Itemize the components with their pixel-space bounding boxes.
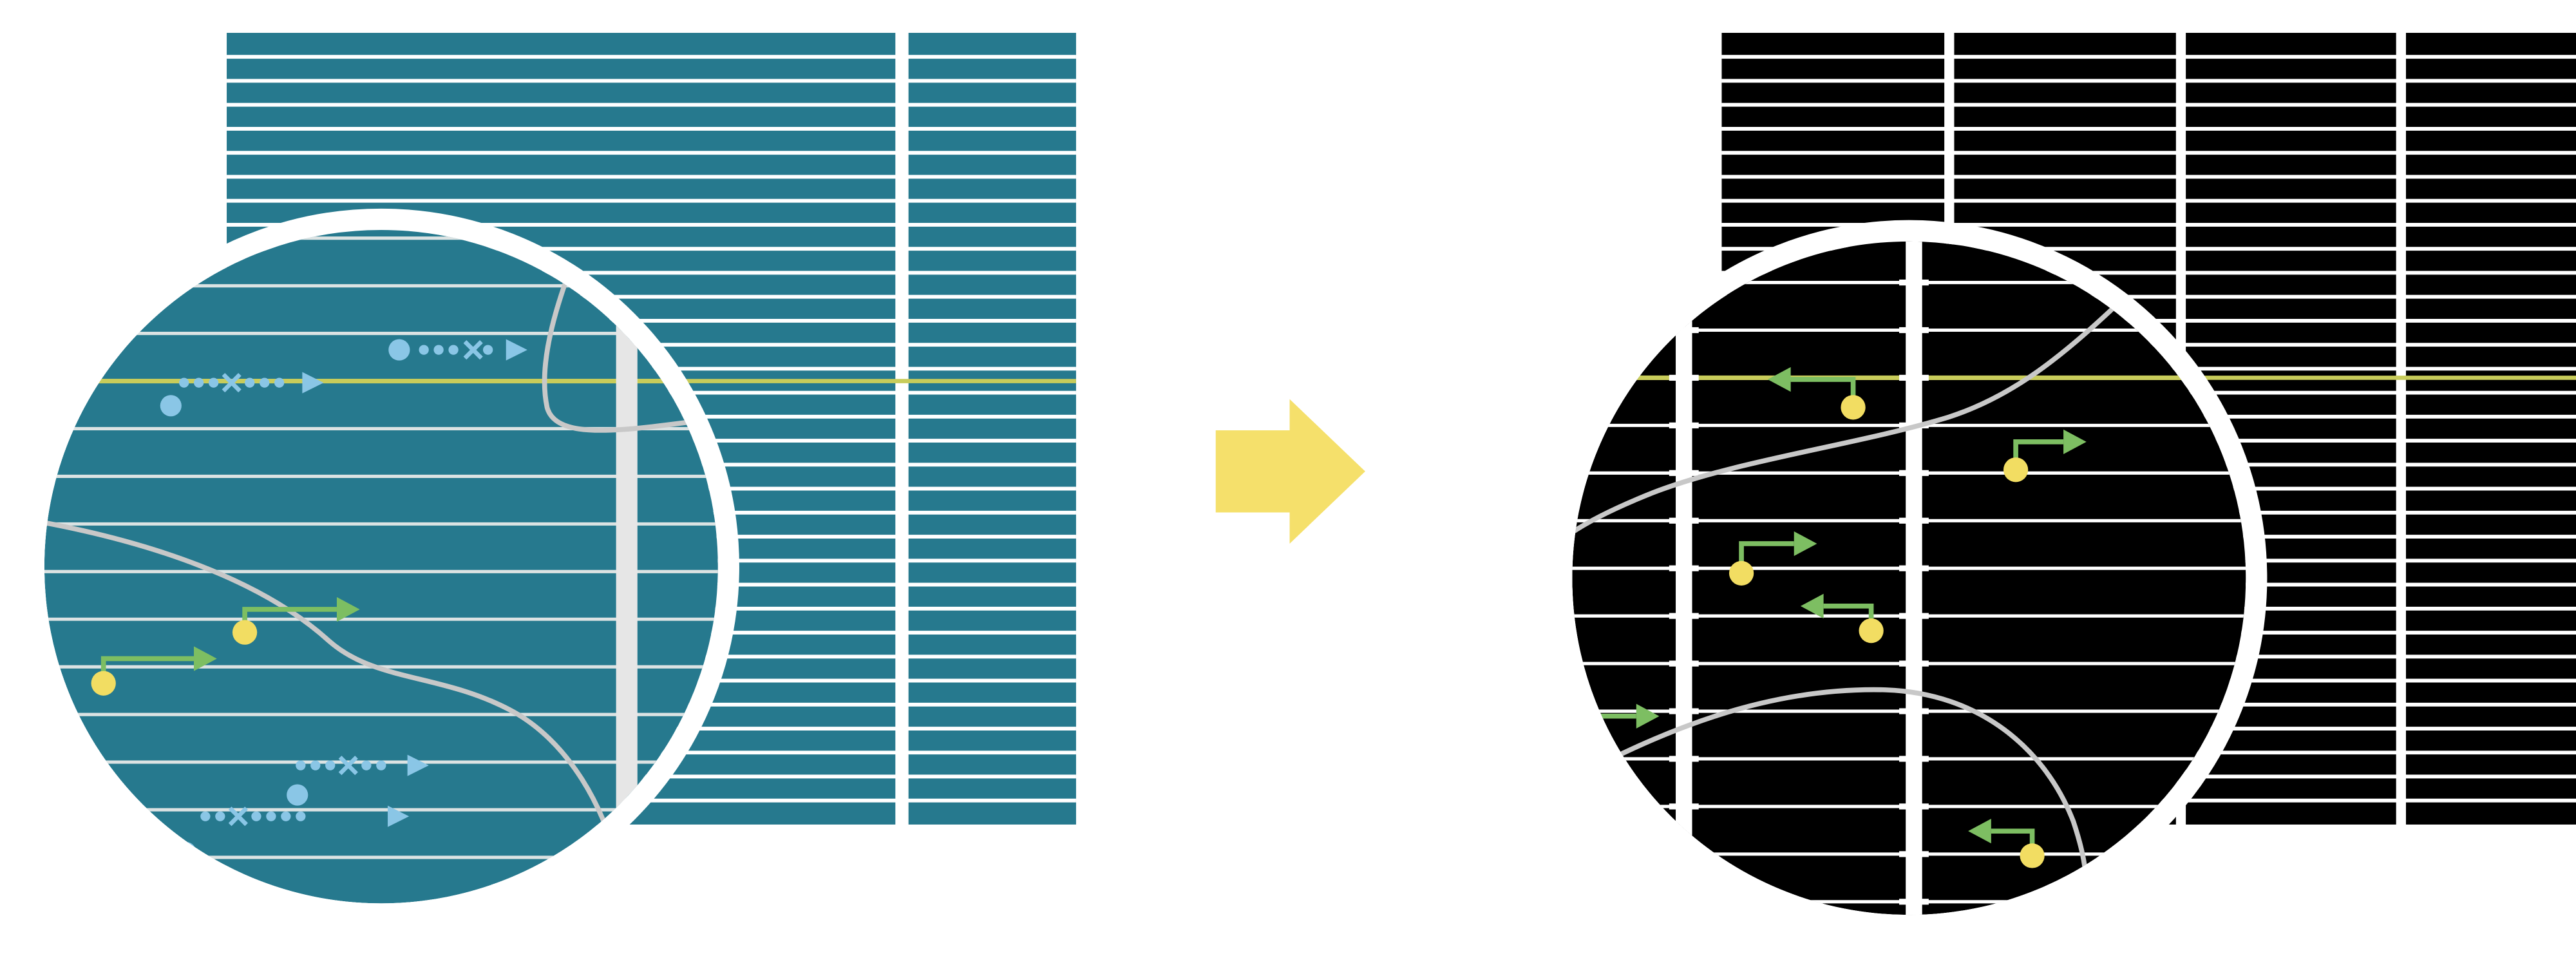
- busbar-solder-pad: [1669, 374, 1699, 381]
- green-arrowhead-icon: [194, 646, 217, 671]
- busbar-solder-pad: [1899, 470, 1929, 476]
- busbar-solder-pad: [1899, 756, 1929, 762]
- busbar-solder-pad: [1669, 708, 1699, 714]
- busbar-solder-pad: [1669, 660, 1699, 667]
- green-arrowhead-icon: [1767, 367, 1791, 392]
- blue-arrowhead-icon: [407, 754, 429, 776]
- busbar-solder-pad: [1899, 660, 1929, 667]
- path-dot: [296, 760, 306, 770]
- carrier-dot: [1859, 618, 1884, 644]
- busbar-solder-pad: [1899, 851, 1929, 857]
- right-magnifier-inset: [1551, 220, 2268, 937]
- blocked-x-mark: [338, 756, 358, 776]
- carrier-dot: [2020, 843, 2045, 868]
- path-dot: [179, 377, 189, 388]
- path-dot: [245, 377, 255, 388]
- busbar-solder-pad: [1669, 422, 1699, 428]
- path-dot: [448, 345, 459, 355]
- carrier-dot: [232, 620, 258, 645]
- busbar-solder-pad: [1669, 279, 1699, 286]
- busbar-solder-pad: [1669, 803, 1699, 810]
- path-dot: [266, 811, 276, 821]
- busbar-solder-pad: [1669, 756, 1699, 762]
- carrier-dot: [1841, 395, 1866, 420]
- green-arrowhead-icon: [336, 597, 360, 622]
- busbar-solder-pad: [1899, 565, 1929, 571]
- magnifier-ring: [23, 208, 739, 925]
- green-arrowhead-icon: [1968, 819, 1991, 844]
- path-dot: [251, 811, 261, 821]
- green-arrowhead-icon: [1636, 703, 1660, 729]
- busbar-solder-pad: [1669, 470, 1699, 476]
- cell-wafer: [908, 32, 1076, 825]
- path-dot: [274, 377, 285, 388]
- blue-arrowhead-icon: [506, 339, 527, 361]
- busbar-solder-pad: [1669, 613, 1699, 619]
- busbar: [1676, 241, 1692, 915]
- path-dot: [200, 811, 211, 821]
- left-magnifier-inset: [23, 208, 739, 925]
- busbar-solder-pad: [1899, 279, 1929, 286]
- path-dot: [208, 377, 219, 388]
- busbar-solder-pad: [1899, 374, 1929, 381]
- path-dot: [260, 377, 270, 388]
- magnifier-ring: [1551, 220, 2268, 937]
- green-arrowhead-icon: [1794, 531, 1817, 557]
- right-arrow-icon: [1215, 399, 1365, 544]
- busbar-solder-pad: [1899, 613, 1929, 619]
- grain-boundary: [542, 229, 718, 433]
- blocked-x-mark: [463, 340, 483, 360]
- busbar-solder-pad: [1899, 708, 1929, 714]
- busbar-solder-pad: [1899, 327, 1929, 334]
- blue-arrowhead-icon: [388, 805, 410, 827]
- busbar: [1906, 241, 1922, 915]
- path-dot: [419, 345, 429, 355]
- busbar-solder-pad: [1899, 899, 1929, 905]
- path-dot: [433, 345, 444, 355]
- busbar-solder-pad: [1899, 803, 1929, 810]
- path-dot: [296, 811, 306, 821]
- cell-wafer: [2405, 32, 2576, 825]
- path-dot: [325, 760, 336, 770]
- grain-boundary: [44, 519, 624, 883]
- green-arrowhead-icon: [1800, 593, 1824, 618]
- electron-dot: [160, 395, 182, 417]
- busbar-solder-pad: [1669, 327, 1699, 334]
- blue-arrowhead-icon: [302, 372, 324, 394]
- busbar-solder-pad: [1669, 517, 1699, 524]
- electron-dot: [287, 784, 308, 806]
- path-dot: [281, 811, 291, 821]
- inset-content: [44, 229, 718, 904]
- carrier-dot: [1728, 560, 1754, 586]
- path-dot: [194, 377, 204, 388]
- electron-dot: [388, 339, 410, 361]
- inset-content: [1572, 241, 2246, 915]
- blocked-x-mark: [228, 807, 248, 826]
- busbar-solder-pad: [1669, 565, 1699, 571]
- busbar-solder-pad: [1669, 899, 1699, 905]
- grain-boundary: [1572, 303, 2119, 546]
- carrier-dot: [91, 671, 116, 696]
- green-arrowhead-icon: [2063, 429, 2087, 455]
- path-dot: [310, 760, 321, 770]
- transition-arrow: [1215, 399, 1365, 544]
- inset-background: [44, 229, 718, 904]
- path-dot: [483, 345, 493, 355]
- path-dot: [361, 760, 372, 770]
- grain-boundary: [1572, 687, 2089, 893]
- carrier-dot: [2003, 457, 2029, 482]
- blocked-x-mark: [222, 372, 242, 393]
- path-dot: [376, 760, 386, 770]
- busbar-solder-pad: [1899, 517, 1929, 524]
- path-dot: [215, 811, 225, 821]
